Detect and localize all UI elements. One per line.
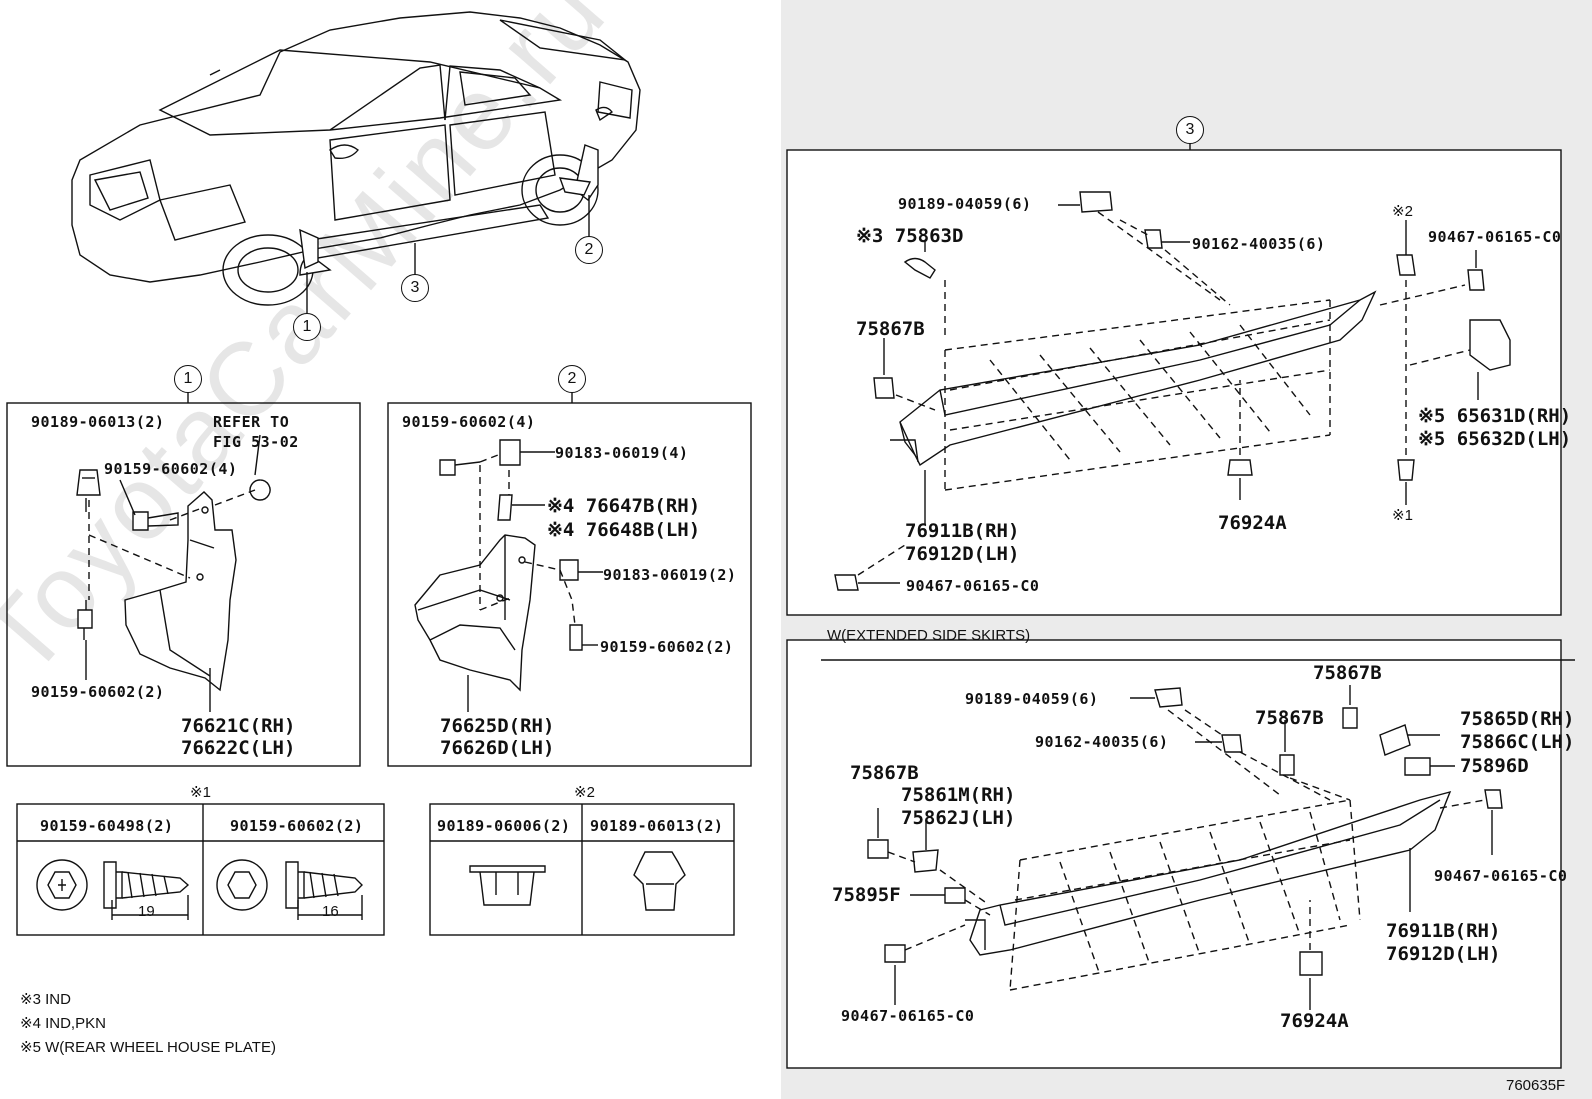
callout-3-car: 3 — [401, 274, 429, 302]
label: 76622C(LH) — [181, 737, 296, 759]
label: 76626D(LH) — [440, 737, 555, 759]
label: 90162-40035(6) — [1035, 733, 1169, 751]
note-1: ※1 — [190, 784, 211, 801]
label: ※3 75863D — [856, 225, 964, 247]
label: 90183-06019(4) — [555, 444, 689, 462]
label: 75862J(LH) — [901, 807, 1016, 829]
label: 90189-04059(6) — [898, 195, 1032, 213]
label: 90159-60602(2) — [31, 683, 165, 701]
label: 90467-06165-C0 — [906, 577, 1040, 595]
label: 75867B — [1255, 707, 1324, 729]
label: 90467-06165-C0 — [1434, 867, 1568, 885]
label: 76911B(RH) — [905, 520, 1020, 542]
label: 75866C(LH) — [1460, 731, 1575, 753]
label: 90189-06013(2) — [590, 817, 724, 835]
label: 76911B(RH) — [1386, 920, 1501, 942]
label: FIG 53-02 — [213, 433, 299, 451]
label: 75861M(RH) — [901, 784, 1016, 806]
note-2: ※2 — [574, 784, 595, 801]
label: 75867B — [856, 318, 925, 340]
callout-2-car: 2 — [575, 236, 603, 264]
dimension: 19 — [138, 903, 155, 920]
label: 75865D(RH) — [1460, 708, 1575, 730]
label: 76924A — [1280, 1010, 1349, 1032]
label: 75867B — [850, 762, 919, 784]
label: 90467-06165-C0 — [841, 1007, 975, 1025]
label: 90467-06165-C0 — [1428, 228, 1562, 246]
legend-item: ※4 IND,PKN — [20, 1015, 106, 1032]
label: 90159-60602(4) — [402, 413, 536, 431]
label: 76621C(RH) — [181, 715, 296, 737]
label: 90189-06013(2) — [31, 413, 165, 431]
callout-3-box: 3 — [1176, 116, 1204, 144]
callout-2-box: 2 — [558, 365, 586, 393]
label: 76912D(LH) — [1386, 943, 1501, 965]
label: 75895F — [832, 884, 901, 906]
label: 76912D(LH) — [905, 543, 1020, 565]
label: 75867B — [1313, 662, 1382, 684]
label: 90159-60602(4) — [104, 460, 238, 478]
box2-frame — [387, 402, 752, 767]
label: ※5 65632D(LH) — [1418, 428, 1572, 450]
label: 90162-40035(6) — [1192, 235, 1326, 253]
label: 75896D — [1460, 755, 1529, 777]
legend-item: ※3 IND — [20, 991, 71, 1008]
car-illustration — [71, 11, 641, 306]
label: 90159-60602(2) — [230, 817, 364, 835]
legend-item: ※5 W(REAR WHEEL HOUSE PLATE) — [20, 1039, 276, 1056]
section-title: W(EXTENDED SIDE SKIRTS) — [827, 627, 1031, 644]
label: ※5 65631D(RH) — [1418, 405, 1572, 427]
label: 90189-04059(6) — [965, 690, 1099, 708]
callout-1-car: 1 — [293, 313, 321, 341]
label: ※4 76648B(LH) — [547, 519, 701, 541]
label: REFER TO — [213, 413, 290, 431]
label: 76625D(RH) — [440, 715, 555, 737]
label: 90159-60602(2) — [600, 638, 734, 656]
label: 76924A — [1218, 512, 1287, 534]
figure-code: 760635F — [1506, 1077, 1566, 1094]
fastener-table-1 — [16, 803, 385, 936]
callout-1-box: 1 — [174, 365, 202, 393]
label: 90183-06019(2) — [603, 566, 737, 584]
note-2: ※2 — [1392, 203, 1413, 220]
dimension: 16 — [322, 903, 339, 920]
label: 90189-06006(2) — [437, 817, 571, 835]
label: ※4 76647B(RH) — [547, 495, 701, 517]
box1-frame — [6, 402, 361, 767]
label: 90159-60498(2) — [40, 817, 174, 835]
note-1: ※1 — [1392, 507, 1413, 524]
